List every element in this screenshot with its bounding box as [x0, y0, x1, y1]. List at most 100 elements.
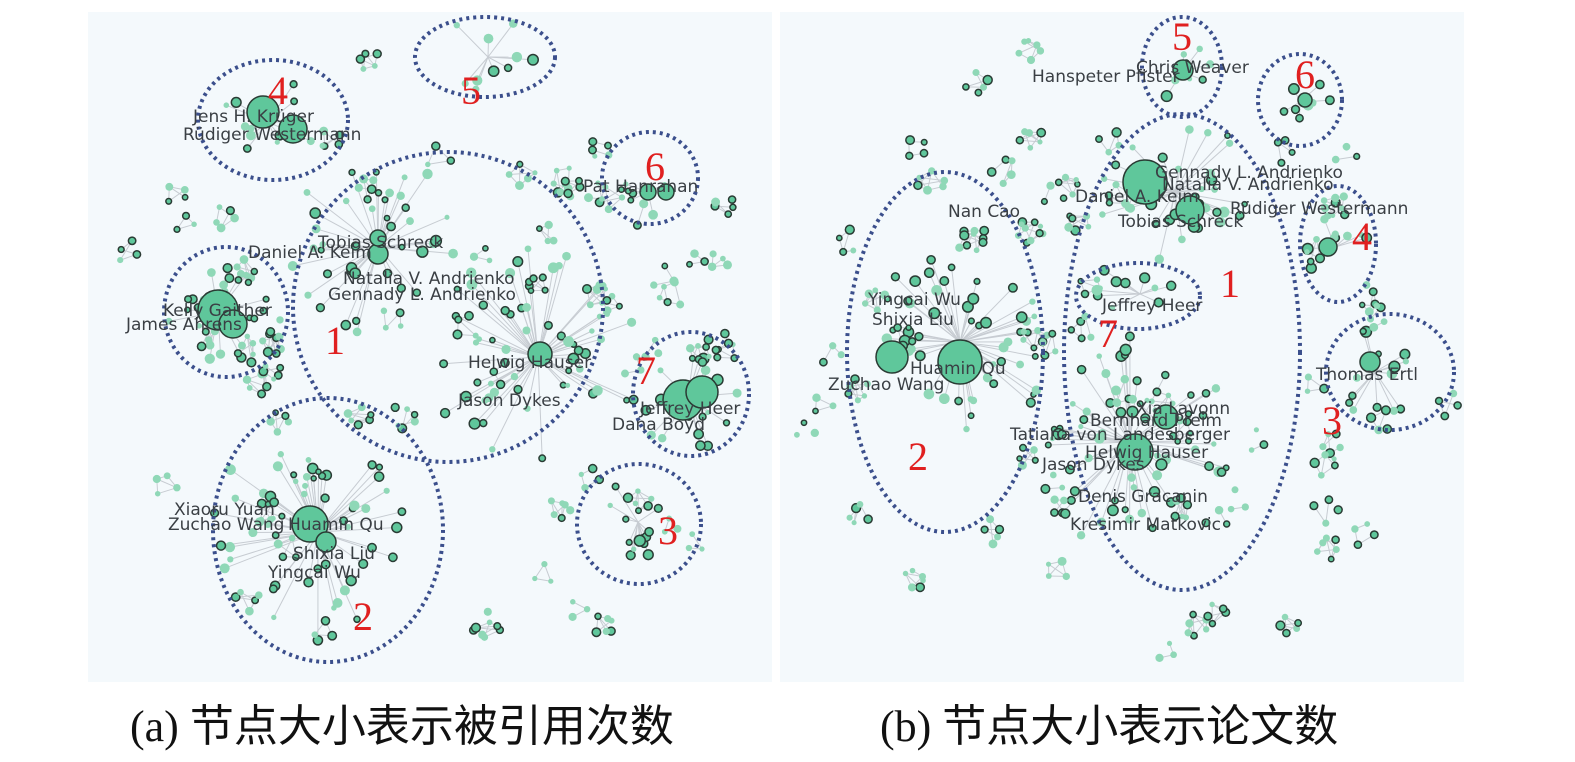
network-node	[1198, 411, 1208, 420]
network-node	[915, 582, 926, 593]
network-node	[1224, 132, 1231, 139]
network-node	[861, 300, 869, 307]
network-node	[117, 257, 124, 264]
cluster-number-1: 1	[325, 318, 345, 363]
network-node	[722, 419, 731, 427]
network-node	[1353, 152, 1361, 161]
network-node	[205, 336, 213, 344]
network-node	[607, 502, 613, 509]
network-node	[320, 559, 331, 570]
network-node	[661, 283, 667, 290]
network-node	[1097, 285, 1103, 291]
network-node	[489, 387, 500, 398]
label-kresimir-matkovic: Kresimir Matkovic	[1070, 515, 1221, 535]
network-edge	[633, 521, 639, 550]
network-node	[1353, 540, 1363, 550]
network-node	[905, 324, 912, 331]
network-node	[1132, 376, 1142, 386]
network-edge	[959, 316, 1022, 343]
network-node	[1144, 397, 1150, 403]
network-node	[242, 375, 252, 384]
network-node	[1339, 209, 1350, 220]
network-node	[563, 336, 575, 347]
network-node	[1049, 471, 1057, 479]
label-yingcai-wu: Yingcai Wu	[267, 563, 361, 583]
network-node	[327, 630, 338, 641]
network-node	[446, 156, 456, 165]
network-node	[374, 188, 383, 197]
network-node	[720, 255, 726, 262]
network-node	[291, 505, 329, 543]
network-node	[305, 457, 312, 463]
network-node	[1290, 104, 1301, 115]
network-node	[1076, 316, 1086, 326]
network-node	[980, 316, 992, 329]
network-node	[819, 357, 828, 367]
network-node	[648, 209, 658, 220]
network-node	[395, 308, 405, 318]
network-edge	[959, 287, 1014, 343]
network-node	[300, 490, 308, 498]
network-node	[1317, 471, 1325, 479]
network-node	[1235, 210, 1245, 221]
network-node	[479, 418, 488, 428]
network-node	[541, 286, 549, 294]
network-node	[688, 354, 696, 362]
network-node	[1343, 231, 1352, 241]
network-node	[1061, 173, 1070, 182]
network-node	[223, 102, 230, 108]
network-node	[947, 263, 956, 272]
label-jason-dykes: Jason Dykes	[457, 391, 561, 411]
network-node	[1325, 431, 1332, 438]
network-node	[969, 396, 978, 405]
network-node	[231, 494, 240, 503]
network-node	[1015, 311, 1028, 324]
network-node	[689, 531, 696, 537]
network-node	[928, 307, 941, 320]
network-node	[524, 405, 531, 412]
network-node	[1180, 51, 1188, 58]
network-node	[277, 451, 284, 458]
network-node	[697, 357, 708, 367]
network-node	[1358, 301, 1366, 309]
network-edge	[959, 320, 1027, 343]
network-node	[1201, 388, 1211, 398]
network-node	[633, 534, 647, 547]
network-node	[246, 95, 280, 129]
network-node	[589, 328, 595, 334]
network-node	[345, 574, 357, 587]
network-node	[173, 225, 181, 234]
network-node	[1095, 135, 1103, 144]
network-node	[234, 276, 243, 284]
cluster-ring-7	[1074, 261, 1202, 331]
network-node	[1112, 398, 1122, 407]
network-edge	[456, 24, 489, 58]
network-node	[939, 276, 950, 286]
cluster-ring-5	[1140, 15, 1224, 119]
network-node	[1021, 224, 1029, 232]
network-node	[1364, 521, 1371, 527]
network-node	[923, 185, 932, 195]
network-node	[711, 345, 721, 355]
network-node	[532, 575, 538, 582]
network-node	[1153, 404, 1179, 430]
network-node	[1160, 90, 1173, 103]
network-node	[913, 180, 923, 191]
network-node	[233, 349, 243, 358]
network-node	[213, 219, 220, 226]
network-node	[397, 323, 404, 329]
network-node	[244, 333, 251, 340]
network-node	[524, 245, 532, 253]
network-node	[401, 174, 408, 181]
network-edge	[1105, 373, 1131, 443]
network-node	[322, 269, 333, 279]
network-node	[693, 428, 705, 440]
network-node	[429, 234, 443, 248]
network-node	[353, 615, 361, 624]
network-node	[1031, 352, 1039, 360]
network-node	[700, 257, 709, 266]
network-node	[592, 385, 603, 396]
network-node	[544, 237, 551, 245]
network-node	[617, 186, 625, 194]
network-node	[251, 596, 260, 605]
